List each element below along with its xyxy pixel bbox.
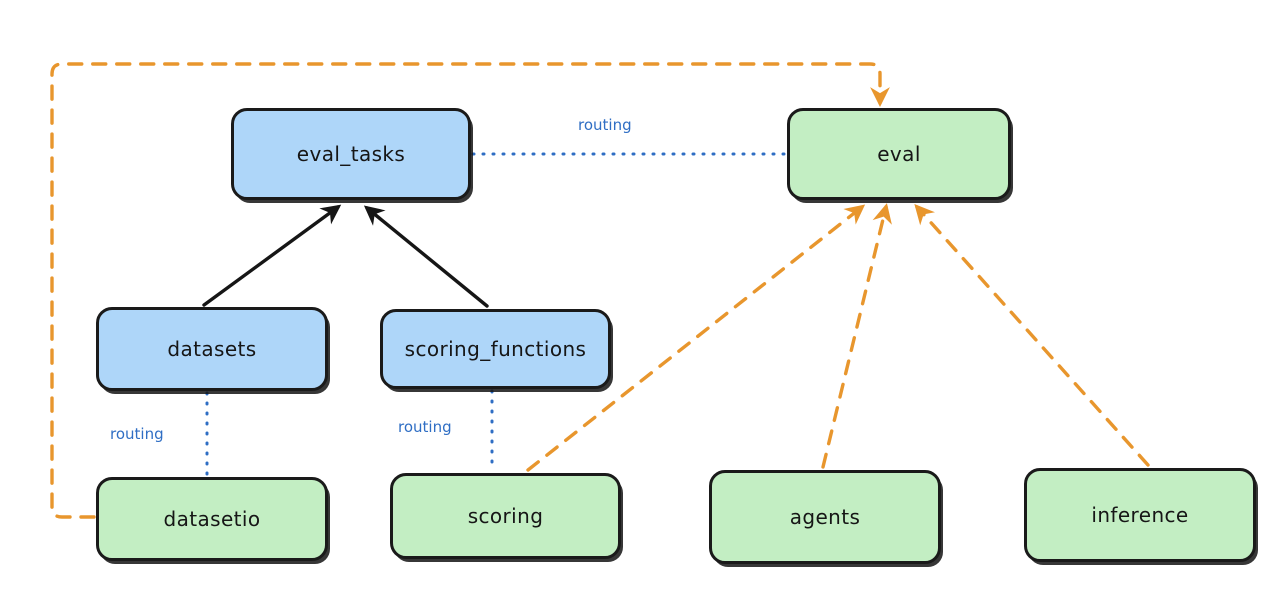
node-datasetio[interactable]: datasetio [96,477,328,561]
node-label-datasets: datasets [167,337,257,361]
edge-label-routing-datasets: routing [110,425,164,443]
node-label-agents: agents [789,505,861,529]
edge-scoring-functions-to-eval-tasks [363,205,489,308]
edge-datasets-to-eval-tasks [202,204,342,307]
node-label-scoring: scoring [467,504,544,528]
edge-label-routing-eval-tasks: routing [578,116,632,134]
node-eval-tasks[interactable]: eval_tasks [231,108,471,200]
edge-agents-to-eval [821,203,892,469]
edge-inference-to-eval [914,204,1150,467]
node-inference[interactable]: inference [1024,468,1256,562]
node-label-eval-tasks: eval_tasks [296,142,406,166]
node-scoring[interactable]: scoring [390,473,621,559]
node-label-inference: inference [1091,503,1189,527]
node-datasets[interactable]: datasets [96,307,328,391]
node-label-datasetio: datasetio [163,507,261,531]
node-label-eval: eval [877,142,921,166]
node-eval[interactable]: eval [787,108,1011,200]
node-agents[interactable]: agents [709,470,941,564]
node-label-scoring-functions: scoring_functions [404,337,587,361]
edge-label-routing-scoring-functions: routing [398,418,452,436]
node-scoring-functions[interactable]: scoring_functions [380,309,611,389]
